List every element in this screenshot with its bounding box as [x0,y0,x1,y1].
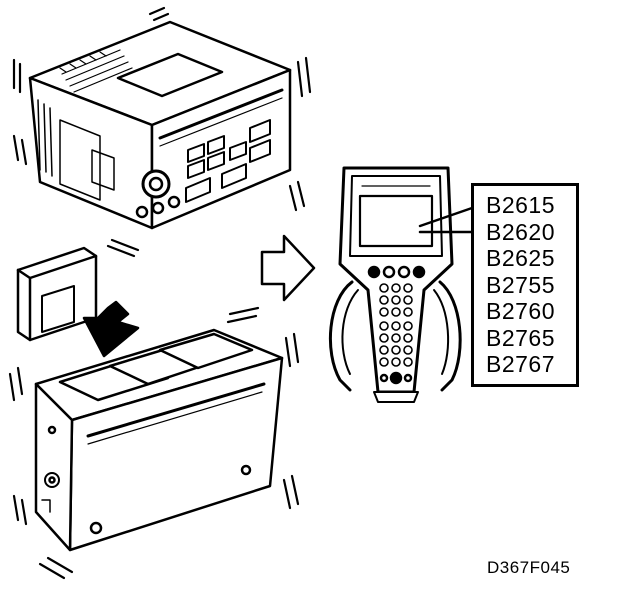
dtc-code-list: B2615 B2620 B2625 B2755 B2760 B2765 B276… [471,183,579,387]
dtc-code: B2625 [486,245,556,271]
hand-held-tester-icon [328,166,474,403]
dtc-code: B2760 [486,298,556,324]
cd-changer-icon [8,306,300,580]
down-arrow-icon [82,300,140,358]
figure-id: D367F045 [487,558,571,577]
plug-in-module-icon [16,246,98,342]
dtc-code: B2755 [486,271,556,298]
right-arrow-icon [260,234,316,302]
dtc-code: B2615 [486,192,556,218]
dtc-code: B2767 [486,351,556,377]
dtc-code: B2620 [486,218,556,245]
dtc-code: B2765 [486,324,556,351]
radio-receiver-icon [12,6,312,258]
